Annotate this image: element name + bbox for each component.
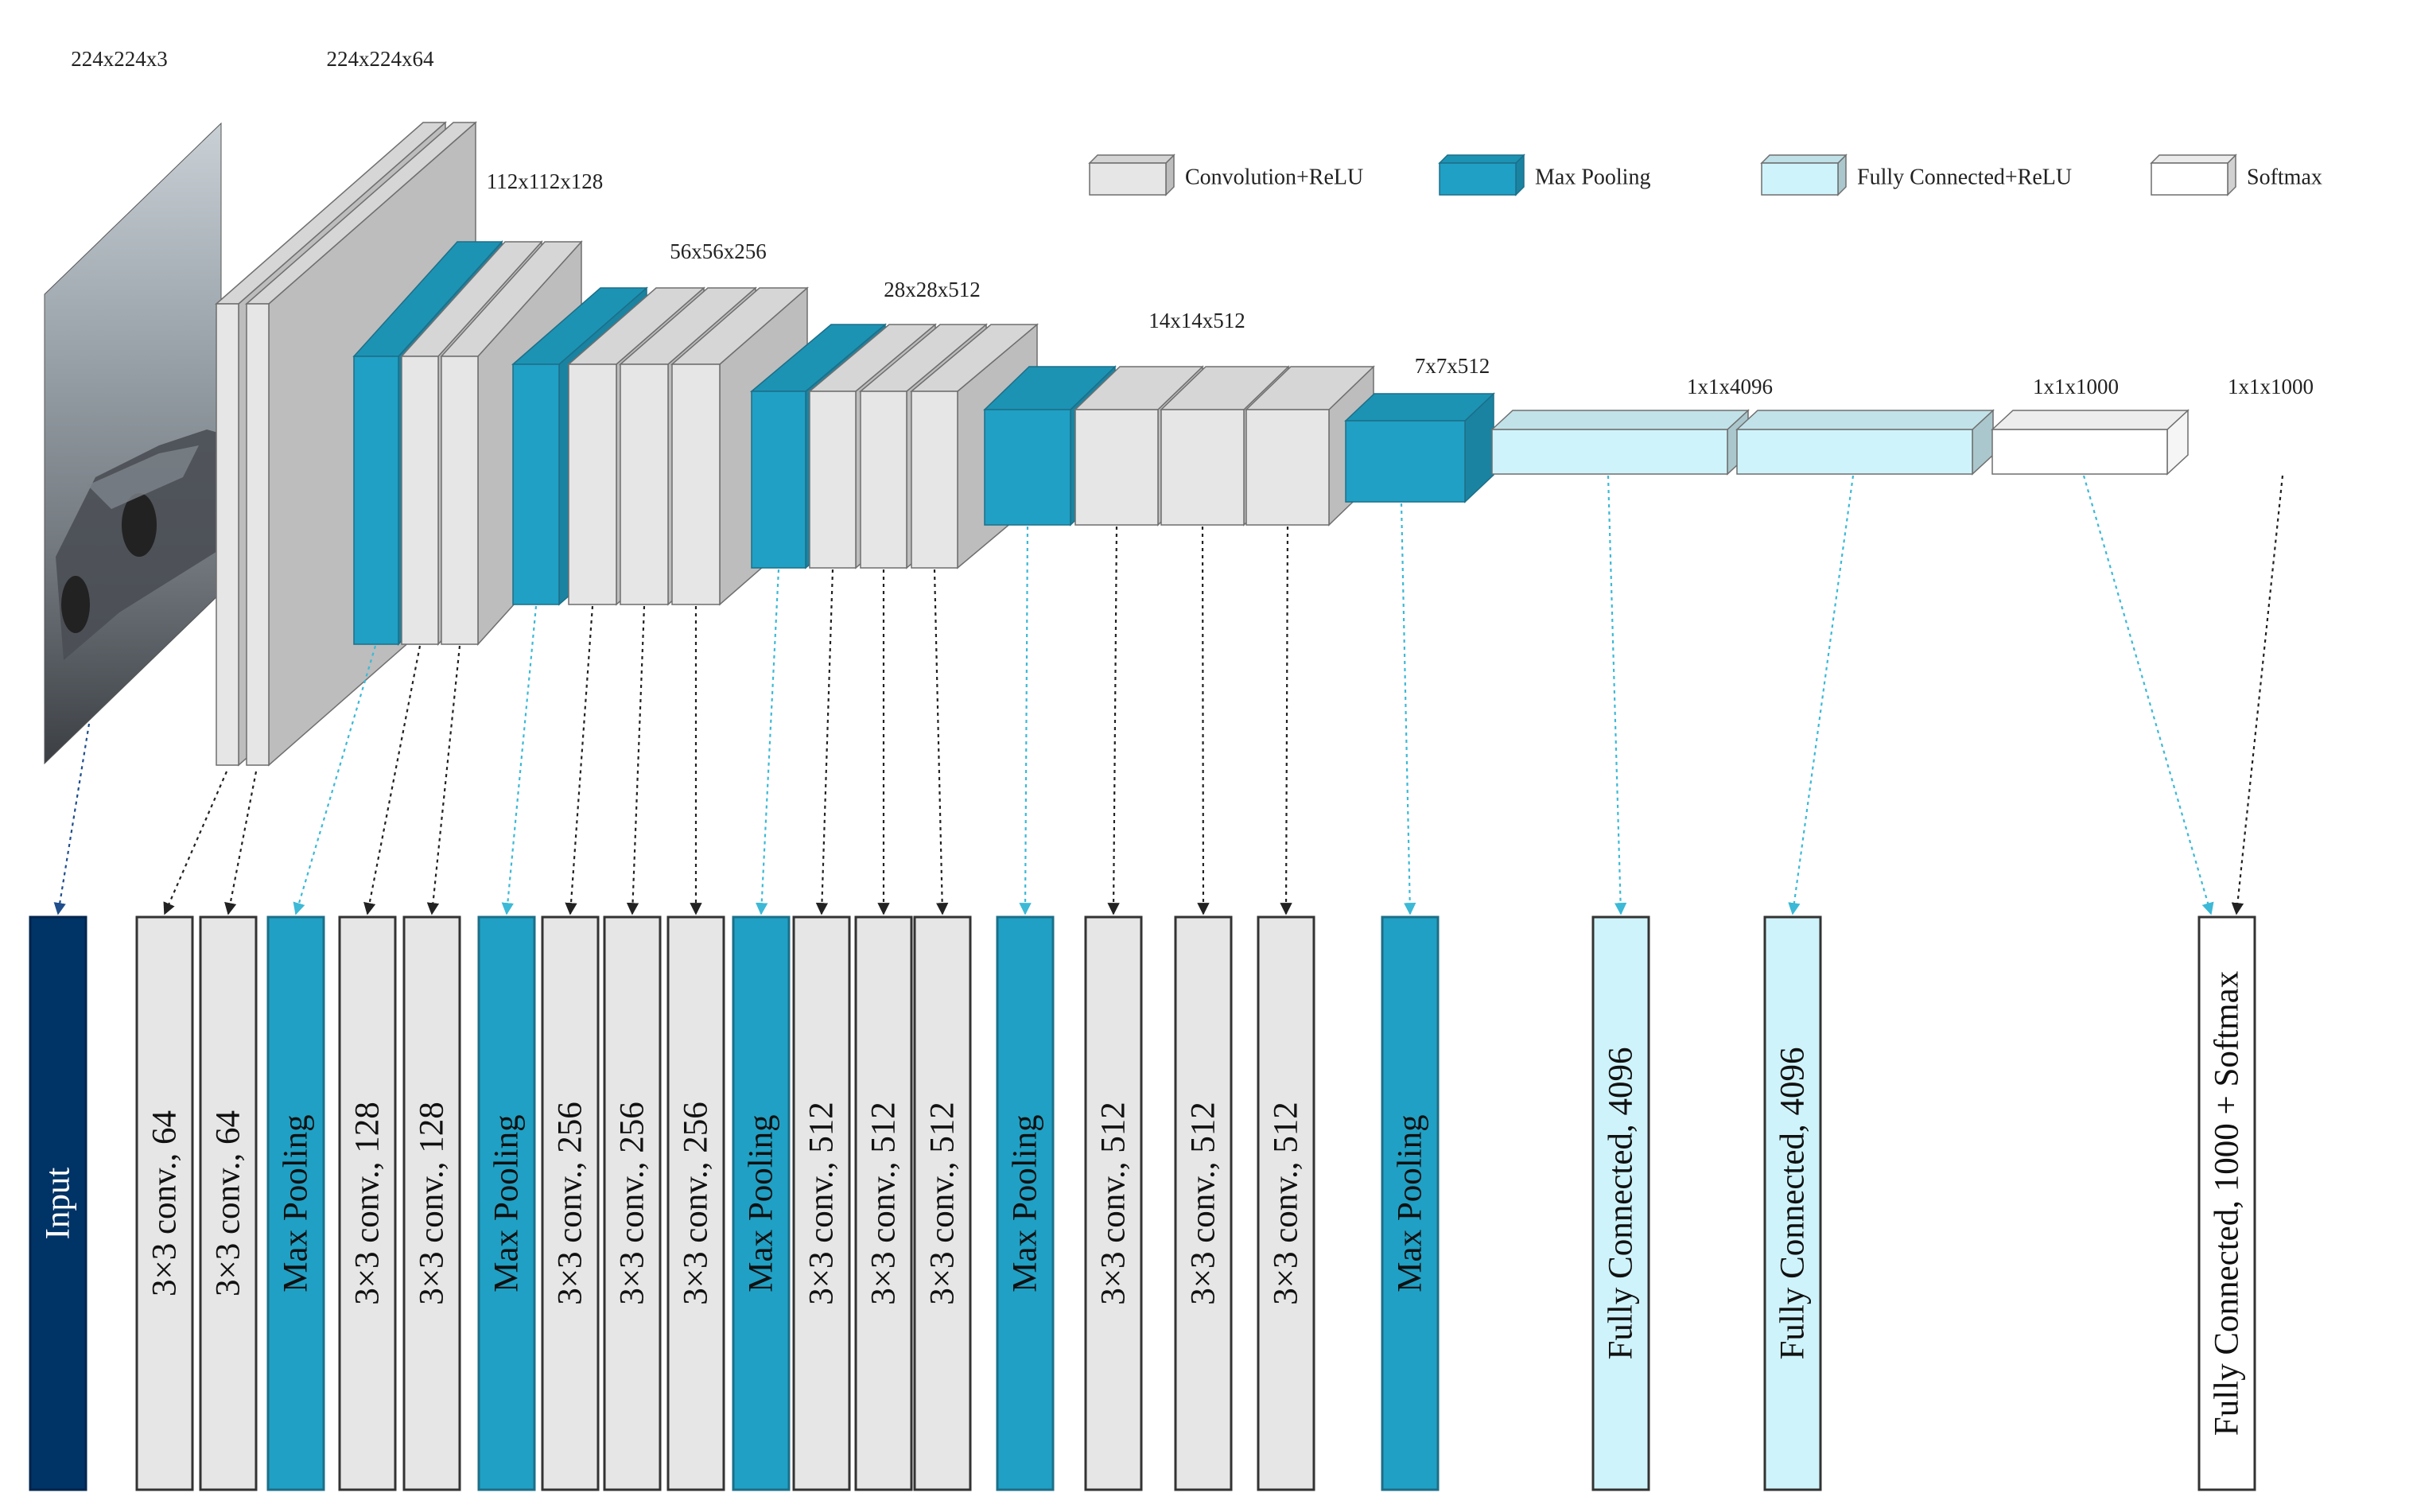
layer-label: 3×3 conv., 128 [349, 1102, 387, 1305]
layer-bar-conv: 3×3 conv., 512 [854, 915, 913, 1491]
layer-label: 3×3 conv., 64 [210, 1110, 247, 1296]
layer-label: Fully Connected, 4096 [1774, 1048, 1812, 1360]
legend: Convolution+ReLU Max Pooling Fully Connect… [1088, 154, 2322, 196]
connector-arrow [1788, 475, 1855, 915]
layer-bars: Input 3×3 conv., 64 3×3 conv., 64 Max Pooli… [29, 915, 2256, 1491]
dimension-label: 1x1x1000 [2228, 375, 2314, 398]
layer-bar-softmax: Fully Connected, 1000 + Softmax [2197, 915, 2256, 1491]
layer-label: Max Pooling [488, 1114, 526, 1292]
dimension-label: 28x28x512 [884, 278, 981, 301]
layer-bar-conv: 3×3 conv., 256 [666, 915, 725, 1491]
layer-bar-pool: Max Pooling [996, 915, 1055, 1491]
layer-label: 3×3 conv., 64 [146, 1110, 184, 1296]
connector-arrow [363, 645, 422, 915]
layer-bar-conv: 3×3 conv., 512 [792, 915, 851, 1491]
feature-block-pool [1344, 392, 1495, 503]
connector-arrow [933, 569, 949, 915]
layer-label: Max Pooling [278, 1114, 315, 1292]
layer-bar-conv: 3×3 conv., 512 [1257, 915, 1315, 1491]
layer-bar-pool: Max Pooling [1381, 915, 1440, 1491]
connector-arrow [565, 605, 594, 915]
layer-bar-fc: Fully Connected, 4096 [1591, 915, 1650, 1491]
layer-label: 3×3 conv., 128 [414, 1102, 451, 1305]
input-image [44, 122, 222, 765]
legend-item-pool: Max Pooling [1438, 154, 1650, 196]
legend-swatch [1089, 162, 1167, 196]
layer-label: Max Pooling [743, 1114, 780, 1292]
feature-block-fc [1490, 409, 1750, 476]
legend-item-fc: Fully Connected+ReLU [1760, 154, 2072, 196]
connector-arrow [53, 723, 91, 915]
layer-bar-conv: 3×3 conv., 128 [338, 915, 397, 1491]
connector-arrow [1400, 503, 1416, 915]
connector-arrow [626, 605, 646, 915]
layer-bar-conv: 3×3 conv., 128 [402, 915, 461, 1491]
connector-arrow [426, 645, 461, 915]
dimension-label: 7x7x512 [1415, 354, 1490, 378]
legend-label: Fully Connected+ReLU [1857, 165, 2072, 189]
connector-arrow [1280, 526, 1292, 915]
connector-arrow [1607, 475, 1627, 915]
layer-bar-conv: 3×3 conv., 256 [541, 915, 600, 1491]
layer-label: 3×3 conv., 512 [803, 1102, 841, 1305]
layer-bar-pool: Max Pooling [477, 915, 536, 1491]
connector-arrow [2082, 475, 2214, 915]
layer-bar-conv: 3×3 conv., 64 [199, 915, 258, 1491]
legend-swatch [1439, 162, 1517, 196]
legend-swatch [1761, 162, 1839, 196]
layer-bar-pool: Max Pooling [266, 915, 325, 1491]
connector-arrow [163, 771, 228, 915]
dimension-label: 224x224x64 [327, 47, 435, 71]
connector-arrows [53, 475, 2284, 915]
legend-swatch [2151, 162, 2228, 196]
legend-label: Softmax [2247, 165, 2322, 189]
layer-label: 3×3 conv., 512 [1095, 1102, 1133, 1305]
layer-label: Fully Connected, 4096 [1603, 1048, 1640, 1360]
layer-bar-fc: Fully Connected, 4096 [1763, 915, 1822, 1491]
layer-label: Max Pooling [1392, 1114, 1429, 1292]
layer-label: 3×3 conv., 256 [614, 1102, 651, 1305]
layer-bar-conv: 3×3 conv., 512 [1084, 915, 1143, 1491]
feature-block-softmax [1991, 409, 2190, 476]
legend-item-softmax: Softmax [2150, 154, 2322, 196]
layer-bar-conv: 3×3 conv., 512 [1174, 915, 1233, 1491]
connector-arrow [815, 569, 834, 915]
dimension-label: 14x14x512 [1148, 309, 1245, 332]
layer-bar-conv: 3×3 conv., 512 [913, 915, 972, 1491]
dimension-label: 112x112x128 [487, 169, 604, 193]
connector-arrow [501, 605, 538, 915]
feature-map-blocks [215, 121, 2190, 767]
layer-bar-input: Input [29, 915, 87, 1491]
layer-bar-pool: Max Pooling [732, 915, 791, 1491]
connector-arrow [1107, 526, 1120, 915]
dimension-label: 56x56x256 [670, 239, 767, 263]
connector-arrow [756, 569, 780, 915]
layer-label: Max Pooling [1007, 1114, 1044, 1292]
dimension-label: 1x1x4096 [1687, 375, 1773, 398]
layer-label: 3×3 conv., 256 [552, 1102, 589, 1305]
dimension-label: 224x224x3 [71, 47, 168, 71]
legend-label: Convolution+ReLU [1185, 165, 1363, 189]
legend-label: Max Pooling [1535, 165, 1650, 189]
layer-label: 3×3 conv., 512 [865, 1102, 903, 1305]
layer-label: 3×3 conv., 512 [1185, 1102, 1222, 1305]
connector-arrow [2231, 475, 2284, 915]
layer-label: Input [40, 1168, 77, 1240]
layer-label: 3×3 conv., 512 [924, 1102, 962, 1305]
feature-block-fc [1735, 409, 1995, 476]
legend-item-conv: Convolution+ReLU [1088, 154, 1363, 196]
dimension-label: 1x1x1000 [2033, 375, 2119, 398]
layer-label: 3×3 conv., 256 [678, 1102, 715, 1305]
dimension-labels: 224x224x3 224x224x64 112x112x128 56x56x256 2… [71, 47, 2314, 398]
layer-bar-conv: 3×3 conv., 256 [603, 915, 662, 1491]
connector-arrow [224, 771, 258, 915]
layer-label: 3×3 conv., 512 [1268, 1102, 1305, 1305]
layer-label: Fully Connected, 1000 + Softmax [2209, 971, 2246, 1436]
layer-bar-conv: 3×3 conv., 64 [135, 915, 194, 1491]
connector-arrow [1019, 526, 1032, 915]
